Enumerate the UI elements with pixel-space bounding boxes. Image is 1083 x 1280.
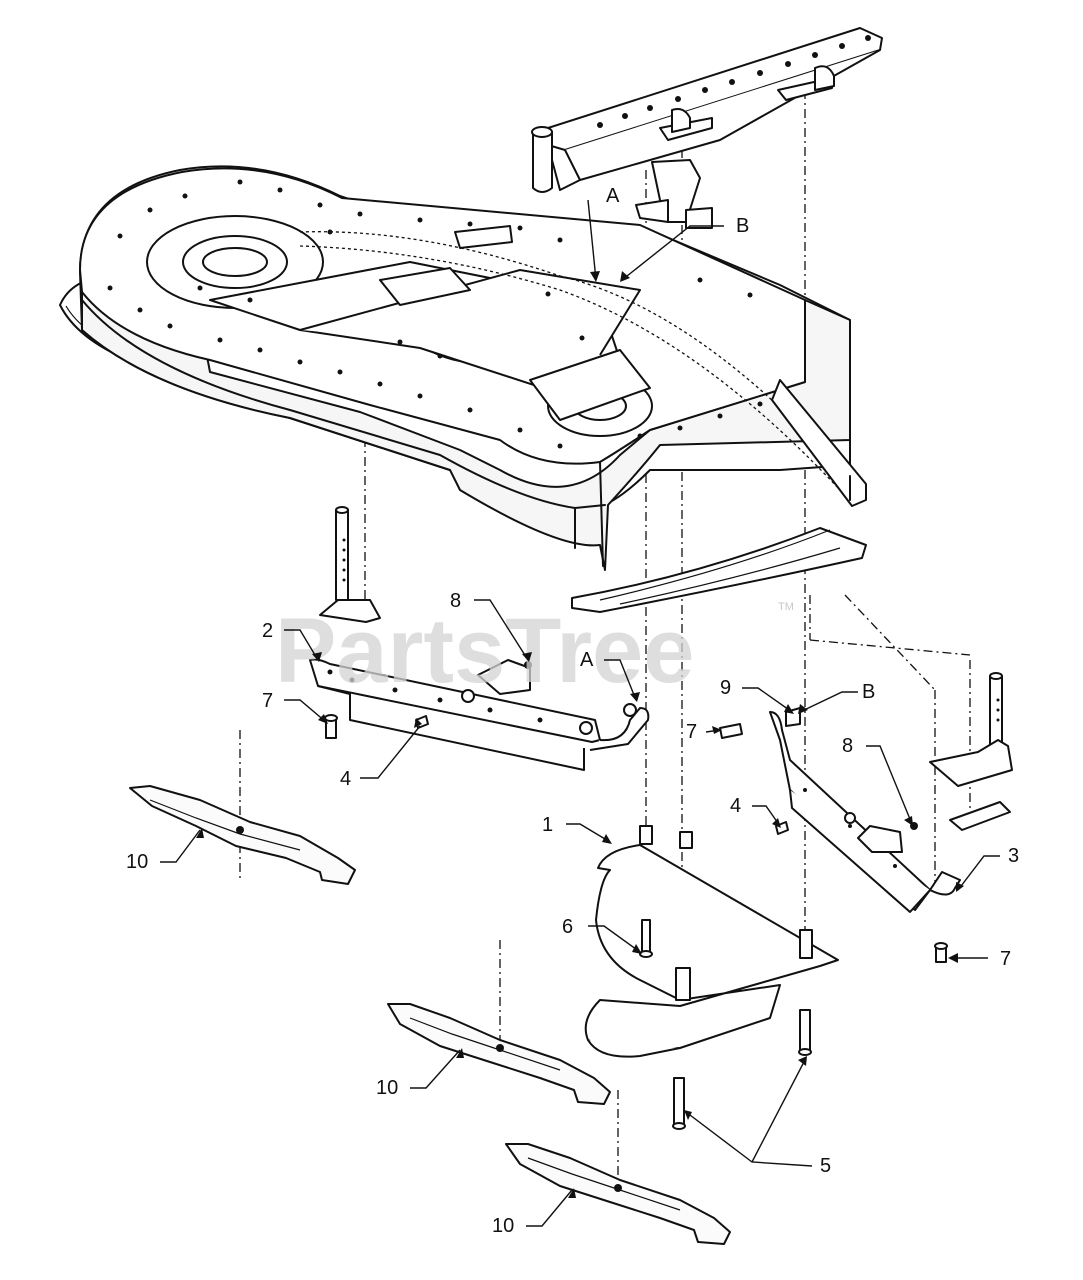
callout-A-top: A (606, 185, 620, 207)
part-2-bracket-left (309, 506, 650, 771)
callout-8-right: 8 (842, 735, 853, 757)
callout-1: 1 (542, 814, 553, 836)
callout-4-left: 4 (340, 768, 351, 790)
callout-A-mid: A (580, 649, 594, 671)
callout-7-mid: 7 (686, 721, 697, 743)
callout-7-right: 7 (1000, 948, 1011, 970)
callout-4-right: 4 (730, 795, 741, 817)
callout-10-middle: 10 (376, 1077, 398, 1099)
leader-lines (160, 199, 1000, 1227)
blade-middle (387, 1003, 611, 1105)
callout-B-top: B (736, 215, 749, 237)
front-baffle (571, 527, 867, 613)
upper-bracket (635, 159, 713, 229)
callout-10-left: 10 (126, 851, 148, 873)
blade-bottom (505, 1143, 731, 1245)
callout-7-left: 7 (262, 690, 273, 712)
callout-10-bottom: 10 (492, 1215, 514, 1237)
blade-left (129, 785, 356, 885)
callout-9: 9 (720, 677, 731, 699)
callout-labels: A B 8 2 A 7 9 B 7 8 4 4 1 3 10 6 7 10 5 … (126, 185, 1019, 1237)
callout-B-mid: B (862, 681, 875, 703)
callout-3: 3 (1008, 845, 1019, 867)
watermark: PartsTree TM (275, 600, 794, 702)
callout-8-left: 8 (450, 590, 461, 612)
part-3-bracket-right (769, 672, 1013, 913)
watermark-trademark: TM (778, 601, 794, 613)
watermark-text: PartsTree (275, 600, 694, 702)
callout-6: 6 (562, 916, 573, 938)
callout-5: 5 (820, 1155, 831, 1177)
arrowheads (196, 271, 964, 1198)
deck-hanger-bar (531, 27, 883, 193)
callout-2: 2 (262, 620, 273, 642)
part-1-shield (584, 825, 839, 1058)
bolts (324, 714, 948, 1130)
